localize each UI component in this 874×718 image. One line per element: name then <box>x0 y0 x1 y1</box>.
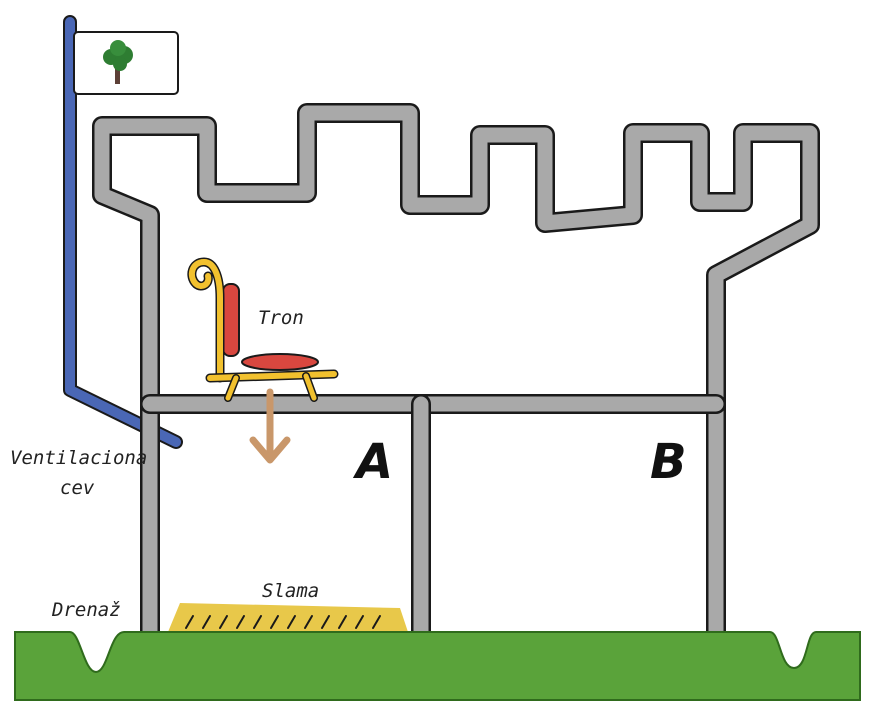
throne-icon <box>187 257 339 402</box>
room-a-label: A <box>352 434 393 490</box>
straw-pile <box>168 603 408 632</box>
throne-label: Tron <box>258 307 304 329</box>
grass-ground <box>14 631 861 701</box>
ventilation-pipe-label-line1: Ventilaciona <box>10 447 147 469</box>
tree-flag-icon <box>73 31 179 95</box>
room-b-label: B <box>650 434 687 490</box>
drain-label: Drenaž <box>51 599 121 621</box>
castle-walls <box>92 103 820 642</box>
arrow-down-icon <box>249 388 291 464</box>
ventilation-pipe-label-line2: cev <box>60 477 95 499</box>
straw-label: Slama <box>262 580 319 602</box>
